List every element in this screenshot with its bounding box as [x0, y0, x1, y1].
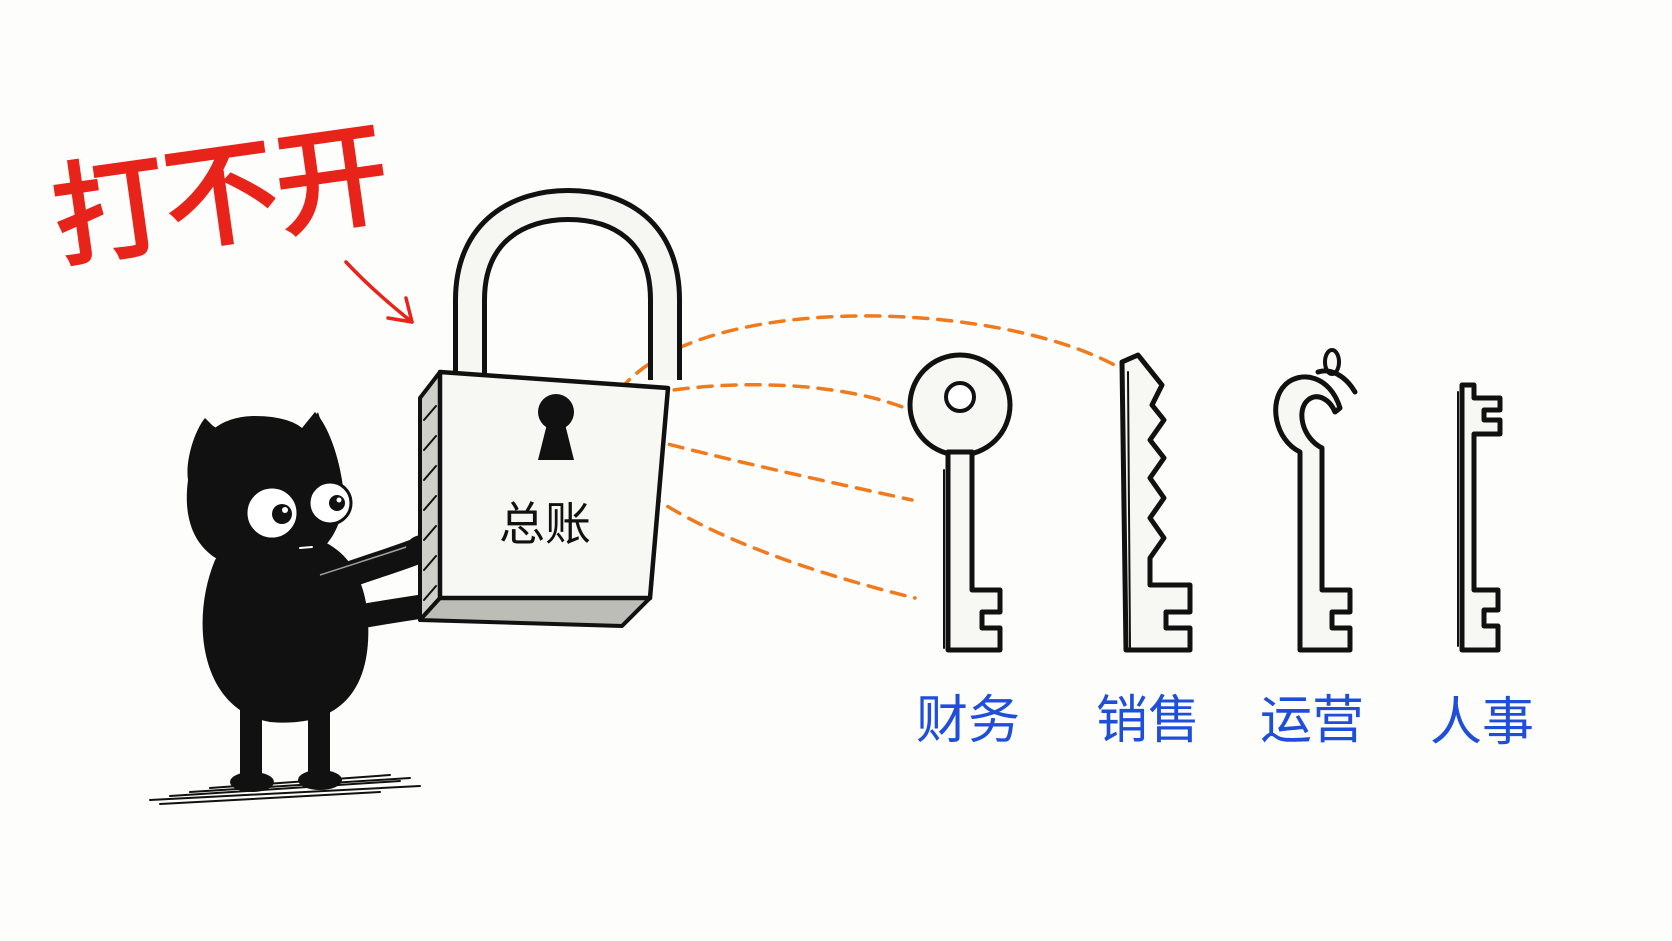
key-sales — [1119, 352, 1193, 653]
ground-shadow — [149, 774, 421, 805]
black-cat — [186, 412, 441, 792]
warning-label: 打不开 — [46, 109, 397, 284]
padlock-label: 总账 — [499, 497, 591, 551]
keyhole-icon — [538, 394, 574, 460]
key-label-operations: 运营 — [1260, 691, 1364, 751]
cat-left-eye — [244, 485, 300, 541]
key-operations — [1273, 348, 1358, 653]
key-label-hr: 人事 — [1430, 693, 1534, 753]
warning-text: 打不开 — [46, 109, 397, 284]
key-finance — [907, 352, 1013, 653]
ledger-padlock: 总账 — [418, 187, 682, 628]
key-hr — [1457, 382, 1503, 653]
warning-arrow-icon — [344, 260, 414, 324]
key-labels: 财务 销售 运营 人事 — [916, 691, 1534, 753]
key-label-finance: 财务 — [916, 691, 1020, 751]
connection-line-sales — [618, 314, 1122, 392]
key-label-sales: 销售 — [1096, 691, 1200, 751]
